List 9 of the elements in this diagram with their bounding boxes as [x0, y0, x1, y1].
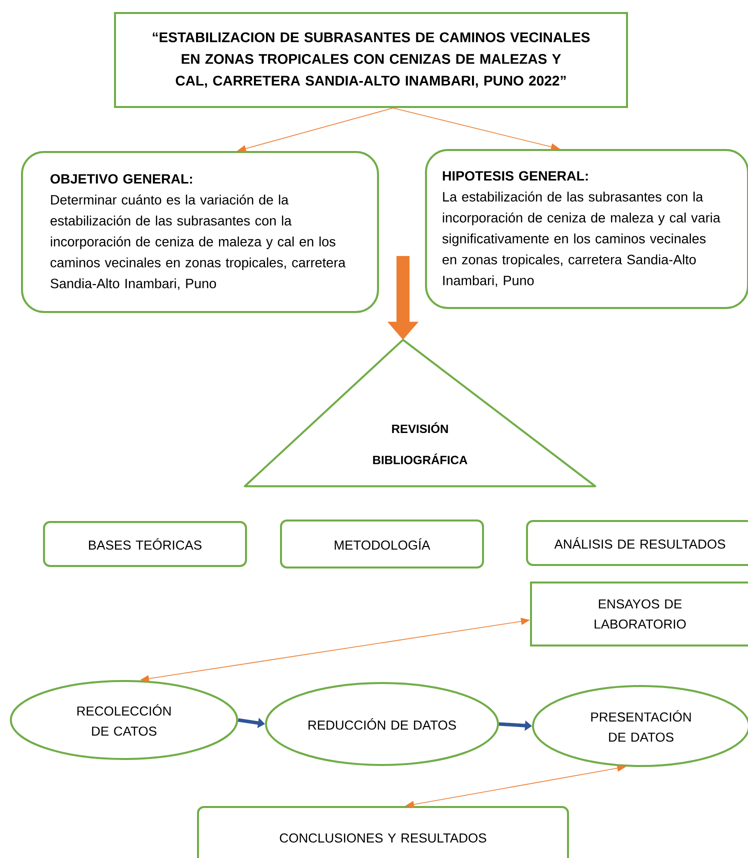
rounded-box: ANÁLISIS DE RESULTADOS	[526, 520, 748, 566]
rounded-box: OBJETIVO GENERAL: Determinar cuánto es la variación de la estabilización de las subrasantes con la incorporación de ceniza de maleza y cal en los caminos vecinales en zonas tropicales, carretera Sandia-Alto Inambari, Puno	[21, 151, 379, 313]
text-box: ENSAYOS DE LABORATORIO	[530, 582, 748, 646]
rounded-box: CONCLUSIONES Y RESULTADOS	[197, 806, 569, 858]
text-box: “ESTABILIZACION DE SUBRASANTES DE CAMINOS VECINALES EN ZONAS TROPICALES CON CENIZAS DE MALEZAS Y CAL, CARRETERA SANDIA-ALTO INAMBARI, PUNO 2022”	[114, 12, 628, 108]
triangle: REVISIÓN BIBLIOGRÁFICA	[244, 338, 596, 488]
rounded-box: BASES TEÓRICAS	[43, 521, 247, 567]
rounded-box: METODOLOGÍA	[280, 520, 484, 568]
rounded-box: HIPOTESIS GENERAL: La estabilización de las subrasantes con la incorporación de ceniza de maleza y cal varia significativamente en los caminos vecinales en zonas tropicales, carretera Sandia-Alto Inambari, Puno	[425, 149, 748, 309]
